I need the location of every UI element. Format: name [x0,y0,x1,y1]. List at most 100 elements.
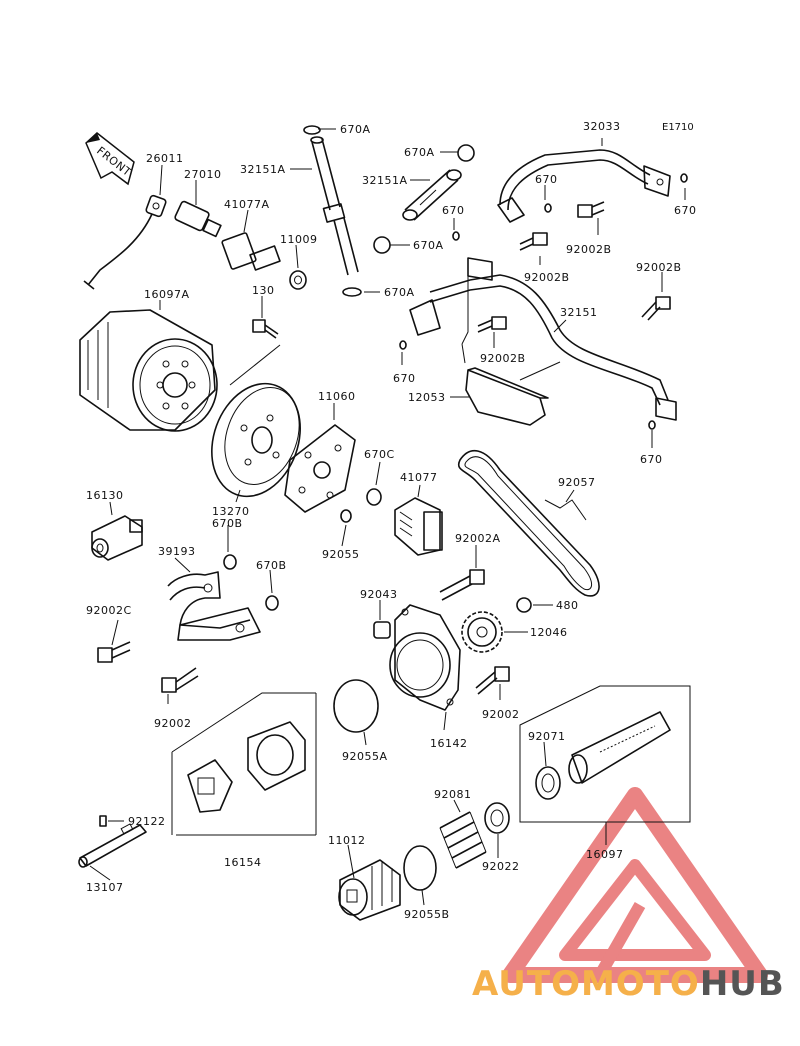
label-92122: 92122 [128,815,166,828]
bolt-92002-right [475,666,510,695]
label-12046: 12046 [530,626,568,639]
watermark-part2: HUB [700,964,785,1004]
label-670a: 670A [404,146,435,159]
label-670b: 670B [212,517,243,530]
dowel-pin-92043 [373,621,391,639]
o-ring-670a-low [342,287,362,297]
o-ring-670-b [680,173,688,183]
label-92081: 92081 [434,788,472,801]
label-32151: 32151 [560,306,598,319]
strainer-41077 [394,497,443,556]
gasket-11060 [284,424,356,513]
o-ring-670a-bot [373,236,391,254]
o-ring-670b-a [223,554,237,570]
relief-valve-16130 [91,515,143,561]
o-ring-670-e [648,420,656,430]
bolt-92002b-a [577,201,605,218]
label-92055b: 92055B [404,908,450,921]
label-670a: 670A [384,286,415,299]
label-670: 670 [674,204,697,217]
bolt-92002c [97,641,131,663]
o-ring-92055b [403,845,437,891]
o-ring-670c [366,488,382,506]
pin-92122 [99,815,107,827]
plug-11012 [338,859,401,921]
label-670: 670 [442,204,465,217]
label-92002b: 92002B [524,271,570,284]
oil-pipe-32033 [497,149,671,223]
label-41077a: 41077A [224,198,270,211]
label-32151a: 32151A [240,163,286,176]
bracket-12053 [465,367,549,426]
label-92002b: 92002B [566,243,612,256]
label-670c: 670C [364,448,395,461]
o-ring-670a-top [303,125,321,135]
label-92002b: 92002B [480,352,526,365]
label-16130: 16130 [86,489,124,502]
label-92055a: 92055A [342,750,388,763]
filter-housing-13270 [211,382,301,498]
o-ring-92055 [340,509,352,523]
label-32151a: 32151A [362,174,408,187]
pump-shaft-13107 [78,823,147,868]
label-39193: 39193 [158,545,196,558]
o-ring-670-a [544,203,552,213]
label-13270: 13270 [212,505,250,518]
o-ring-670-c [452,231,460,241]
diagram-code: E1710 [662,122,694,133]
o-ring-670-d [399,340,407,350]
circlip-480 [516,597,532,613]
label-11012: 11012 [328,834,366,847]
spring-92081 [439,811,487,869]
front-arrow-icon [85,132,135,186]
label-32033: 32033 [583,120,621,133]
label-12053: 12053 [408,391,446,404]
o-ring-92055a [333,679,379,733]
part-labels: 670A 32151A 670A 32151A 670A 670A 32033 … [86,120,697,921]
label-92002: 92002 [482,708,520,721]
label-670b: 670B [256,559,287,572]
label-92002: 92002 [154,717,192,730]
oil-pipe-32151a-left [310,136,359,276]
label-11060: 11060 [318,390,356,403]
drive-chain-92057 [457,449,600,597]
o-ring-670a-mid [457,144,475,162]
watermark-logo [502,787,768,983]
label-670a: 670A [340,123,371,136]
label-670a: 670A [413,239,444,252]
label-16142: 16142 [430,737,468,750]
label-670: 670 [393,372,416,385]
label-92022: 92022 [482,860,520,873]
label-130: 130 [252,284,275,297]
label-16097: 16097 [586,848,624,861]
label-26011: 26011 [146,152,184,165]
rotor-assembly-16154 [171,692,317,836]
bolt-92002b-b [519,232,548,251]
label-11009: 11009 [280,233,318,246]
label-92043: 92043 [360,588,398,601]
bolt-92002b-d [641,296,671,321]
bolt-92002b-c [477,316,507,333]
label-670: 670 [535,173,558,186]
label-92057: 92057 [558,476,596,489]
bolt-92002-left [161,667,199,693]
washer-92022 [484,802,510,834]
label-480: 480 [556,599,579,612]
label-92055: 92055 [322,548,360,561]
washer-part-11009 [289,270,307,290]
label-27010: 27010 [184,168,222,181]
label-92071: 92071 [528,730,566,743]
label-41077: 41077 [400,471,438,484]
label-92002c: 92002C [86,604,132,617]
bolt-130 [252,319,279,339]
label-92002b: 92002B [636,261,682,274]
bolt-92002a [439,569,485,601]
filter-assembly-16097 [519,685,691,823]
label-16154: 16154 [224,856,262,869]
watermark-part1: AUTOMOTO [472,964,700,1004]
sprocket-12046 [461,611,503,653]
label-92002a: 92002A [455,532,501,545]
leader-lines [89,128,686,906]
fitting-part-41077a [221,232,281,271]
